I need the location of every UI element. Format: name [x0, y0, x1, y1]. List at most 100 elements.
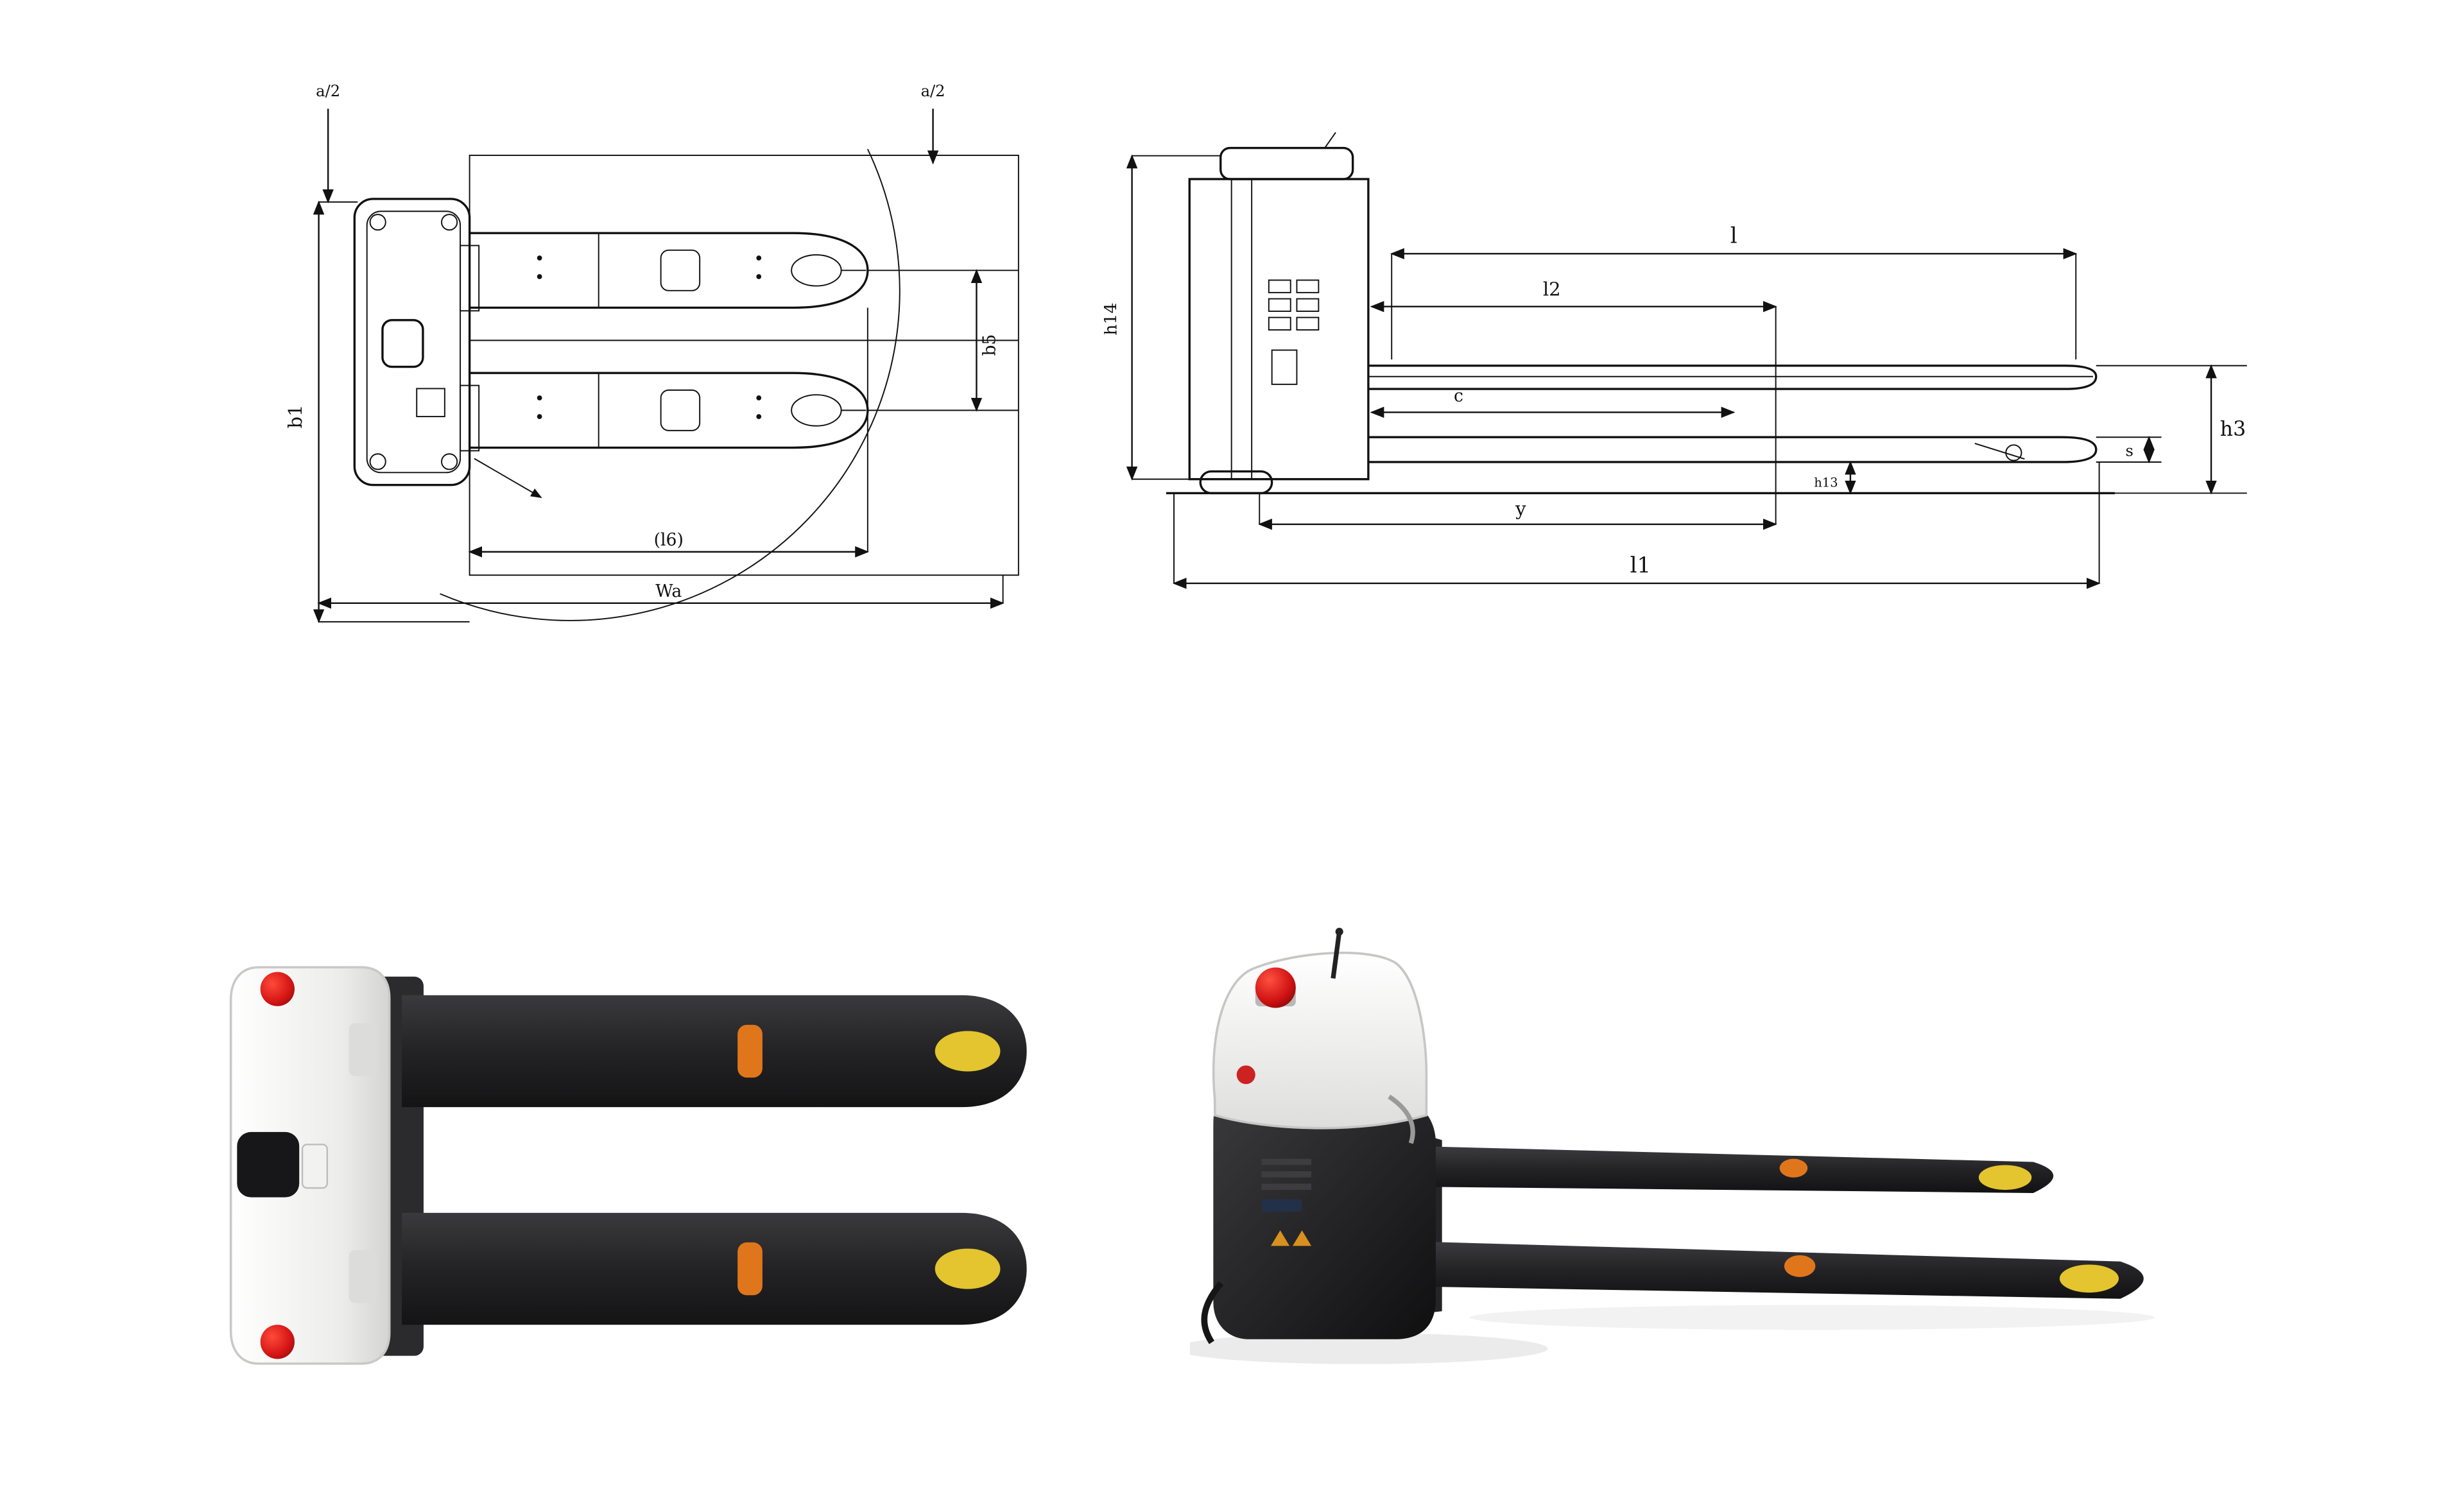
chassis-body [1213, 1096, 1436, 1339]
fork2-orange-marker [737, 1242, 763, 1296]
fork1-outline [469, 232, 869, 309]
bolt-bottom-left [369, 453, 386, 470]
pallet-truck-render-perspective [1174, 925, 2170, 1377]
fork-upper-orange [1779, 1158, 1808, 1178]
top-view-svg: b1 a/2 a/2 b5 (l6) Wa [284, 82, 1019, 624]
fork-upper-3d [1423, 1146, 2054, 1193]
dimensions-side-view: h14 l l2 c y [1101, 154, 2247, 589]
panel-key-3 [1268, 298, 1291, 312]
cover-seam [1388, 1094, 1415, 1144]
bolt-bottom-right [441, 453, 458, 470]
panel-key-1 [1268, 279, 1291, 293]
fork1-dot-d [756, 274, 762, 279]
render-fork-1 [402, 995, 1027, 1108]
amber-indicator-1 [1271, 1230, 1290, 1246]
render-perspective-svg [1174, 927, 2155, 1364]
fork-lower-plate [1368, 436, 2098, 463]
antenna-tip [1335, 927, 1343, 936]
fork-lower-orange [1784, 1255, 1816, 1277]
dim-label-h14: h14 [1104, 303, 1121, 336]
dim-label-c: c [1454, 386, 1463, 406]
bolt-top-right [441, 214, 458, 231]
render3d-fork-lower [1408, 1241, 2144, 1299]
side-view-technical-drawing: h14 l l2 c y [1101, 132, 2262, 630]
fork2-dot-b [537, 414, 542, 419]
fork2-top [469, 372, 869, 449]
hitch-bottom [349, 1250, 377, 1303]
radius-leader [474, 458, 542, 498]
vent-line-1 [1261, 1158, 1312, 1165]
dim-label-b1: b1 [284, 405, 306, 429]
dimensions-top-view: b1 a/2 a/2 b5 (l6) Wa [284, 82, 1004, 624]
cable [1201, 1281, 1224, 1344]
red-button-top [260, 972, 295, 1006]
vent-line-3 [1261, 1183, 1312, 1190]
dim-label-l: l [1730, 223, 1737, 248]
render-fork-2 [402, 1212, 1027, 1325]
head-body [1188, 178, 1370, 481]
hitch-top [349, 1023, 377, 1076]
panel-display [1271, 349, 1298, 385]
red-button-bottom [260, 1325, 295, 1359]
render-top-svg [229, 966, 1027, 1365]
blue-label [1261, 1199, 1302, 1212]
vent-line-2 [1261, 1171, 1312, 1178]
panel-key-5 [1268, 316, 1291, 331]
dim-label-l6: (l6) [654, 530, 684, 550]
dim-label-b5: b5 [980, 334, 1000, 356]
dim-label-h13: h13 [1814, 476, 1838, 490]
fork2-mount [460, 384, 480, 452]
bolt-top-left [369, 214, 386, 231]
dim-label-l2: l2 [1543, 279, 1561, 300]
dim-label-y: y [1515, 497, 1526, 519]
fork-upper-plate [1368, 365, 2098, 390]
fork2-roller [791, 394, 842, 427]
top-view-technical-drawing: b1 a/2 a/2 b5 (l6) Wa [280, 15, 1026, 630]
dim-label-wa: Wa [655, 581, 682, 601]
amber-indicator-2 [1292, 1230, 1312, 1246]
side-view-svg: h14 l l2 c y [1101, 132, 2247, 589]
fork1-top [469, 232, 869, 309]
antenna [1324, 132, 1336, 149]
fork2-dot-d [756, 414, 762, 419]
shadow-chassis [1174, 1333, 1548, 1364]
tractor-head-top [353, 198, 480, 486]
fork2-yellow-marker [935, 1248, 1001, 1289]
drive-wheel [381, 319, 424, 368]
control-panel-grid [1268, 279, 1320, 385]
fork1-roller [791, 254, 842, 287]
fork2-outline [469, 372, 869, 449]
drive-wheel-side [1199, 470, 1273, 495]
panel-key-4 [1296, 298, 1320, 312]
fork1-body [402, 995, 1027, 1108]
panel-key-2 [1296, 279, 1320, 293]
dim-label-a2-left: a/2 [316, 82, 340, 100]
fork2-plate [660, 389, 701, 431]
fork-upper-yellow [1978, 1165, 2032, 1190]
turning-radius-arc [440, 148, 901, 621]
latch-piece [301, 1144, 329, 1189]
render3d-chassis [1201, 1096, 1436, 1344]
roller-linkage [1974, 442, 2025, 460]
emergency-stop-button [1255, 967, 1296, 1008]
head-outer [353, 198, 471, 486]
render3d-top-cover [1212, 927, 1428, 1144]
antenna-3d [1331, 931, 1342, 979]
dim-label-h3: h3 [2220, 418, 2246, 441]
fork1-yellow-marker [935, 1031, 1001, 1072]
dim-label-l1: l1 [1630, 553, 1651, 578]
fork1-dot-b [537, 274, 542, 279]
fork1-dot-c [756, 255, 762, 261]
fork2-dot-c [756, 395, 762, 400]
fork1-mount [460, 245, 480, 312]
dim-label-a2-right: a/2 [921, 82, 945, 100]
tractor-head-side [1188, 132, 1370, 495]
small-red-button [1236, 1065, 1255, 1085]
forks-side [1368, 365, 2098, 463]
head-cap [1220, 146, 1354, 180]
render-body-top [229, 966, 391, 1365]
fork2-body [402, 1212, 1027, 1325]
dim-label-s: s [2125, 442, 2133, 460]
vent-grille [1261, 1158, 1312, 1190]
